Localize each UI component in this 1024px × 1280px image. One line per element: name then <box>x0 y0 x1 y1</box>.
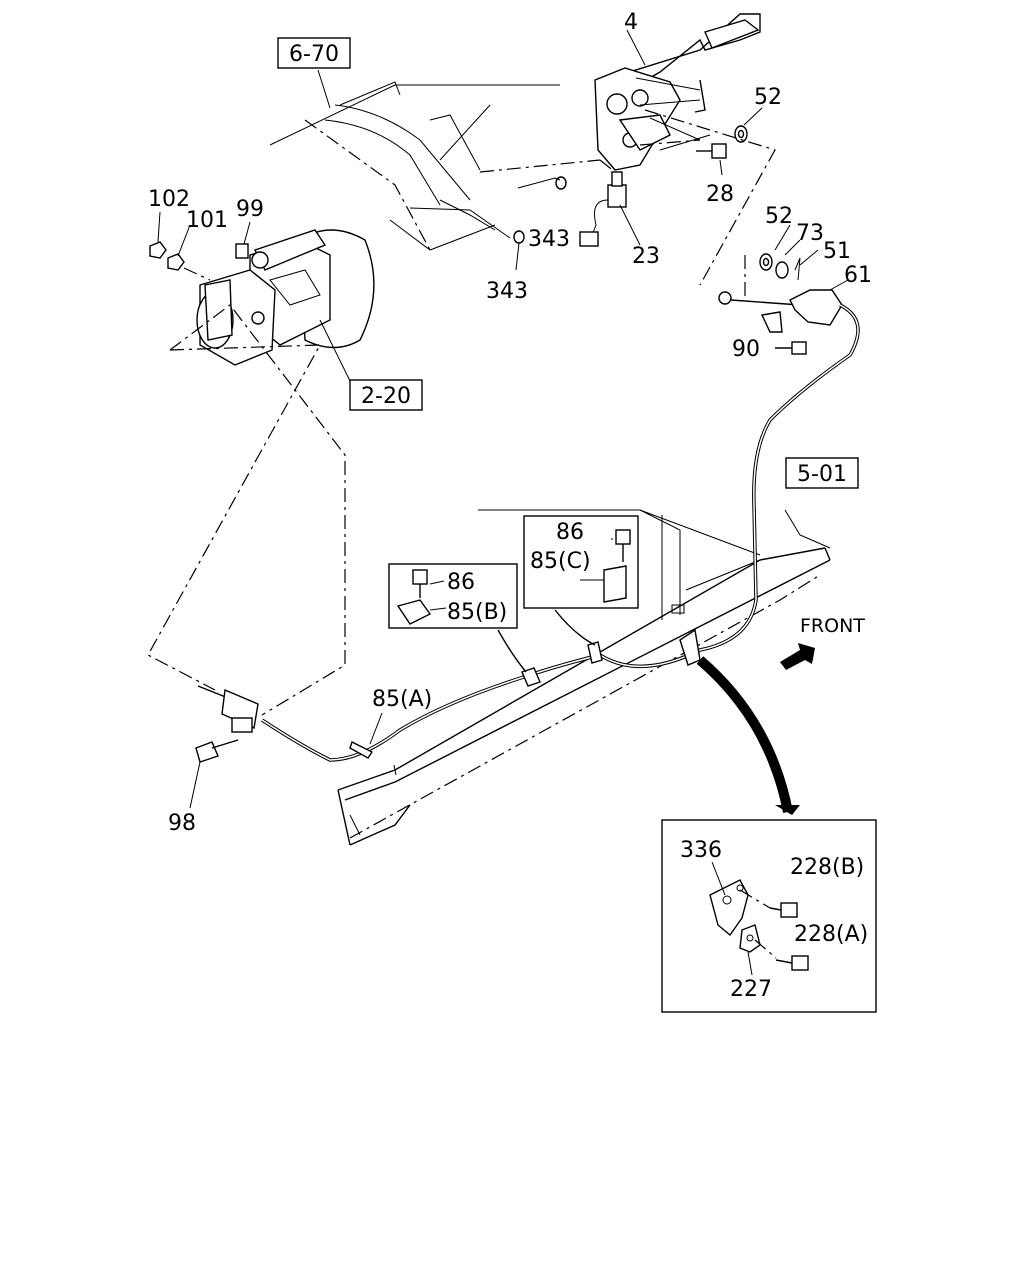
callout-86-b: 86 <box>447 570 475 595</box>
callout-86-c: 86 <box>556 520 584 545</box>
ref-box-5-01: 5-01 <box>785 457 859 489</box>
callout-343-a: 343 <box>528 227 570 252</box>
brake-switch-23 <box>579 171 627 247</box>
callout-228b: 228(B) <box>790 855 864 880</box>
transmission-housing <box>196 229 375 366</box>
nut-99 <box>235 243 249 259</box>
callout-336: 336 <box>680 838 722 863</box>
bolt-90 <box>775 341 807 355</box>
clip-343-a <box>555 176 567 190</box>
ref-2-20-label: 2-20 <box>361 384 411 409</box>
callout-228a: 228(A) <box>794 922 868 947</box>
clamp-85b-on-frame <box>521 667 541 687</box>
callout-73: 73 <box>796 221 824 246</box>
callout-23: 23 <box>632 244 660 269</box>
washer-73 <box>775 261 789 279</box>
clevis-61 <box>718 289 843 333</box>
ref-box-2-20: 2-20 <box>349 379 423 411</box>
pin-51 <box>794 257 801 281</box>
callout-102: 102 <box>148 187 190 212</box>
ref-6-70-label: 6-70 <box>289 42 339 67</box>
callout-28: 28 <box>706 182 734 207</box>
callout-98: 98 <box>168 811 196 836</box>
callout-227: 227 <box>730 977 772 1002</box>
callout-52-lower: 52 <box>765 204 793 229</box>
callout-90: 90 <box>732 337 760 362</box>
callout-51: 51 <box>823 239 851 264</box>
callout-343-b: 343 <box>486 279 528 304</box>
clip-343-b <box>513 230 525 244</box>
callout-85a: 85(A) <box>372 687 432 712</box>
callout-101: 101 <box>186 208 228 233</box>
front-direction-arrow <box>780 643 815 670</box>
detail-box-bracket <box>661 819 877 1013</box>
callout-61: 61 <box>844 263 872 288</box>
callout-99: 99 <box>236 197 264 222</box>
front-label: FRONT <box>800 615 865 637</box>
clamp-85c-on-frame <box>587 641 603 664</box>
callout-85c: 85(C) <box>530 549 591 574</box>
nut-102 <box>149 241 167 259</box>
callout-52-upper: 52 <box>754 85 782 110</box>
washer-52-lower <box>759 253 773 271</box>
callout-85b: 85(B) <box>447 600 507 625</box>
washer-52-upper <box>734 125 748 143</box>
bolt-28 <box>696 143 727 159</box>
nut-101 <box>167 253 185 271</box>
callout-4: 4 <box>624 10 638 35</box>
cable-end-98 <box>195 685 259 763</box>
ref-5-01-label: 5-01 <box>797 462 847 487</box>
clip-85a <box>349 741 374 759</box>
ref-box-6-70: 6-70 <box>277 37 351 69</box>
parking-brake-lever <box>594 13 761 171</box>
cab-floor-panel <box>269 81 560 251</box>
detail-box-85b <box>388 563 518 629</box>
frame-rail <box>337 509 831 846</box>
detail-box-85c <box>523 515 639 609</box>
